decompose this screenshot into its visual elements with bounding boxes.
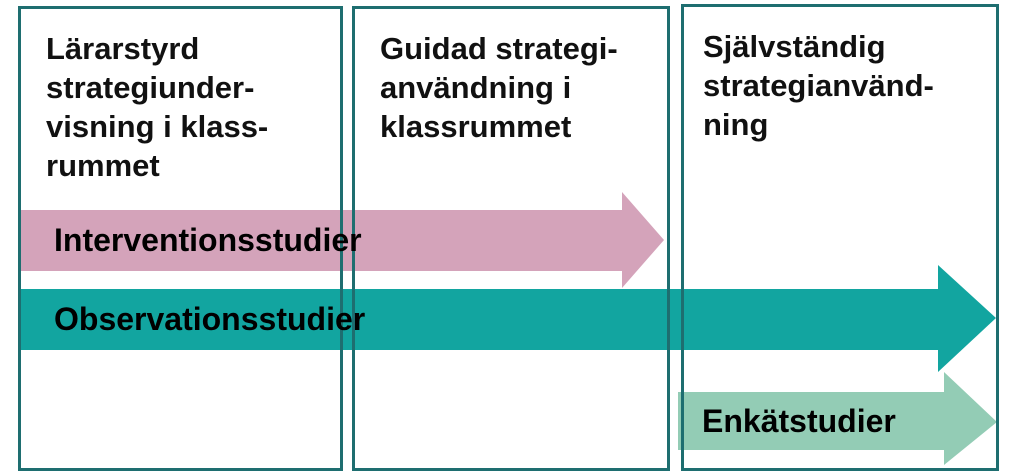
stage-title-guided: Guidad strategi- användning i klassrumme…	[380, 31, 618, 144]
stage-box-teacher-led: Lärarstyrd strategiunder- visning i klas…	[18, 6, 343, 471]
stage-title-independent: Självständig strategianvänd- ning	[703, 29, 934, 142]
stage-box-independent: Självständig strategianvänd- ning	[681, 4, 999, 471]
observationsstudier-arrow	[18, 265, 996, 372]
observationsstudier-label: Observationsstudier	[54, 301, 366, 337]
stage-title-teacher-led: Lärarstyrd strategiunder- visning i klas…	[46, 31, 269, 183]
enkatstudier-arrow	[678, 372, 997, 465]
stage-box-guided: Guidad strategi- användning i klassrumme…	[352, 6, 670, 471]
interventionsstudier-label: Interventionsstudier	[54, 222, 362, 258]
enkatstudier-label: Enkätstudier	[702, 402, 896, 439]
